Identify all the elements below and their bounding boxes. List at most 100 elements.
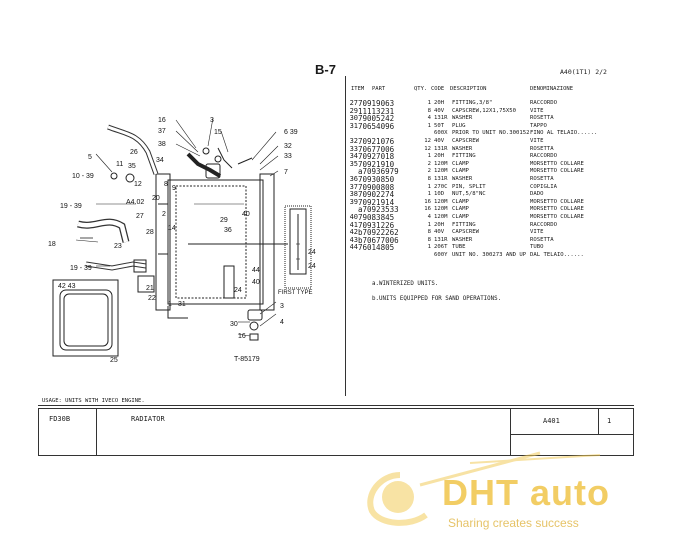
- header-item: ITEM: [351, 86, 365, 92]
- part-no: 70902274: [358, 190, 395, 200]
- denominazione: RACCORDO: [530, 100, 557, 106]
- svg-text:12: 12: [134, 181, 142, 188]
- description: CAPSCREW,12X1,75X50: [452, 107, 516, 114]
- denominazione: COPIGLIA: [530, 183, 557, 190]
- code: 600X: [434, 130, 448, 137]
- note-sand-operations: b.UNITS EQUIPPED FOR SAND OPERATIONS.: [372, 296, 502, 302]
- denominazione: RACCORDO: [530, 153, 557, 160]
- svg-text:25: 25: [110, 357, 118, 364]
- svg-text:27: 27: [136, 213, 144, 220]
- svg-text:24: 24: [308, 249, 316, 256]
- header-denominazione: DENOMINAZIONE: [530, 86, 574, 92]
- code: 40V: [434, 107, 445, 114]
- item-no: 31: [349, 121, 358, 130]
- qty: 1: [427, 122, 431, 129]
- svg-text:29: 29: [220, 217, 228, 224]
- note-winterized: a.WINTERIZED UNITS.: [372, 281, 439, 287]
- denominazione: DADO: [530, 191, 544, 198]
- svg-text:32: 32: [284, 143, 292, 150]
- header-qty: QTY.: [414, 86, 428, 92]
- qty: 1: [427, 244, 431, 251]
- svg-text:31: 31: [178, 301, 186, 308]
- denominazione: MORSETTO COLLARE: [530, 168, 584, 175]
- svg-text:16: 16: [158, 117, 166, 124]
- qty: 8: [427, 229, 431, 236]
- svg-text:2: 2: [162, 211, 166, 218]
- part-no: 11113231: [358, 106, 395, 116]
- svg-text:5: 5: [88, 154, 92, 161]
- svg-text:8: 8: [164, 181, 168, 188]
- svg-text:36: 36: [224, 227, 232, 234]
- code: 120M: [434, 160, 448, 167]
- svg-text:23: 23: [114, 243, 122, 250]
- svg-text:3: 3: [280, 303, 284, 310]
- svg-text:26: 26: [130, 149, 138, 156]
- qty: 2: [427, 160, 431, 167]
- usage-note: USAGE: UNITS WITH IVECO ENGINE.: [42, 398, 145, 404]
- part-no: 70654096: [358, 121, 395, 131]
- radiator-core: [167, 179, 264, 305]
- item-no: 42: [349, 228, 358, 237]
- description: PRIOR TO UNIT NO.300152: [452, 130, 530, 137]
- qty: 16: [424, 206, 431, 213]
- code: 270C: [434, 183, 448, 190]
- svg-text:4: 4: [280, 319, 284, 326]
- item-no: 34: [349, 152, 358, 161]
- code: 120M: [434, 198, 448, 205]
- denominazione: VITE: [530, 107, 544, 114]
- svg-text:37: 37: [158, 128, 166, 135]
- svg-text:20: 20: [152, 195, 160, 202]
- description: WASHER: [452, 236, 473, 243]
- description: FITTING,3/8": [452, 100, 493, 106]
- qty: 1: [427, 183, 431, 190]
- item-no: 30: [349, 114, 358, 123]
- qty: 1: [427, 153, 431, 160]
- qty: 4: [427, 213, 431, 220]
- group-code: A401: [543, 417, 560, 425]
- title-block-code-cell: FD30B: [39, 409, 97, 455]
- description: CLAMP: [452, 206, 469, 213]
- description: PIN, SPLIT: [452, 183, 486, 190]
- first-type-frame: [289, 208, 307, 275]
- code: 120M: [434, 213, 448, 220]
- svg-text:16: 16: [238, 333, 246, 340]
- part-no: 70900808: [358, 182, 395, 192]
- watermark-logo: [367, 451, 601, 526]
- item-no: 44: [349, 243, 358, 252]
- item-no: 38: [349, 190, 358, 199]
- denominazione: MORSETTO COLLARE: [530, 206, 584, 213]
- qty: 4: [427, 115, 431, 122]
- part-no: b70677006: [358, 235, 399, 245]
- code: 20H: [434, 100, 445, 106]
- svg-text:21: 21: [146, 285, 154, 292]
- code: 50T: [434, 122, 445, 129]
- radiator-left-tank: [155, 173, 171, 311]
- code: 40V: [434, 137, 445, 144]
- svg-text:38: 38: [158, 141, 166, 148]
- part-no: 76014805: [358, 243, 395, 253]
- watermark-globe: [382, 481, 414, 513]
- title-block: FD30B RADIATOR A401 1: [38, 408, 634, 456]
- qty: 1: [427, 191, 431, 198]
- part-no: 79083845: [358, 212, 395, 222]
- watermark-swoosh: [367, 472, 428, 526]
- drawing-number: T-85179: [234, 356, 260, 363]
- part-no: 70919063: [358, 99, 395, 108]
- denominazione: ROSETTA: [530, 145, 554, 152]
- item-no: 33: [349, 144, 358, 153]
- svg-text:18: 18: [48, 241, 56, 248]
- code: 131R: [434, 175, 448, 182]
- svg-text:6 39: 6 39: [284, 129, 298, 136]
